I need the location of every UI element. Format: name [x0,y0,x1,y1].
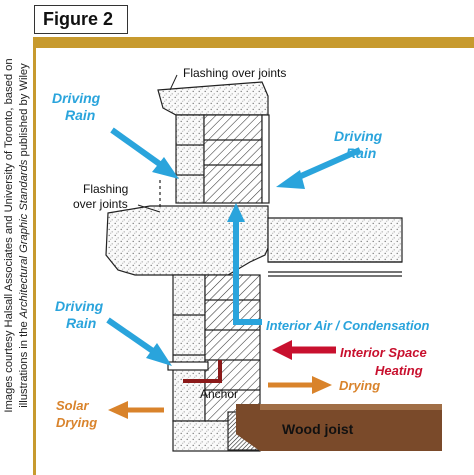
label-anchor: Anchor [200,387,238,401]
condensation-arrow-head [227,203,245,222]
label-interior-air: Interior Air / Condensation [266,318,430,333]
label-solar-1: Solar [56,398,89,413]
label-rain-bl-2: Rain [66,315,96,331]
label-drying: Drying [339,378,380,393]
condensation-arrow-shaft [233,218,262,325]
label-rain-right-1: Driving [334,128,383,144]
rain-arrow-tl-head [152,157,179,179]
joist-body [236,404,442,451]
label-solar-2: Drying [56,415,97,430]
flashing-mid-leader [137,204,161,213]
rain-arrow-bl-head [146,343,172,366]
label-flashing-mid-2: over joints [73,197,128,211]
label-flashing-mid-1: Flashing [83,182,128,196]
lower-block [204,274,261,422]
figure-label: Figure 2 [34,5,128,34]
coping-stone [157,81,269,116]
rain-arrow-right-head [276,170,305,189]
slab-overhang [267,217,403,263]
label-rain-bl-1: Driving [55,298,104,314]
upper-stone [175,114,205,204]
wall-drawing [105,81,403,452]
lower-stone [172,274,206,422]
sill-cap [167,361,209,371]
drying-arrow-head [312,376,332,394]
joist-top-edge [260,404,442,410]
heating-arrow-head [272,340,292,360]
solar-arrow-head [108,401,128,419]
label-flashing-top: Flashing over joints [183,66,286,80]
figure-label-text: Figure 2 [43,9,114,29]
parapet-inner [261,114,270,204]
rain-arrow-tl-shaft [110,127,170,173]
upper-block [203,114,263,204]
label-rain-tl-1: Driving [52,90,101,106]
flashing-top-leader [169,74,178,91]
rain-arrow-right-shaft [290,147,362,183]
label-heating-2: Heating [375,363,423,378]
label-heating-1: Interior Space [340,345,427,360]
wood-joist [236,404,442,451]
label-wood-joist: Wood joist [282,421,354,437]
label-rain-tl-2: Rain [65,107,95,123]
label-rain-right-2: Rain [346,145,376,161]
concrete-slab [105,205,269,276]
rain-arrow-bl-shaft [106,317,162,359]
anchor-shape [183,360,222,383]
